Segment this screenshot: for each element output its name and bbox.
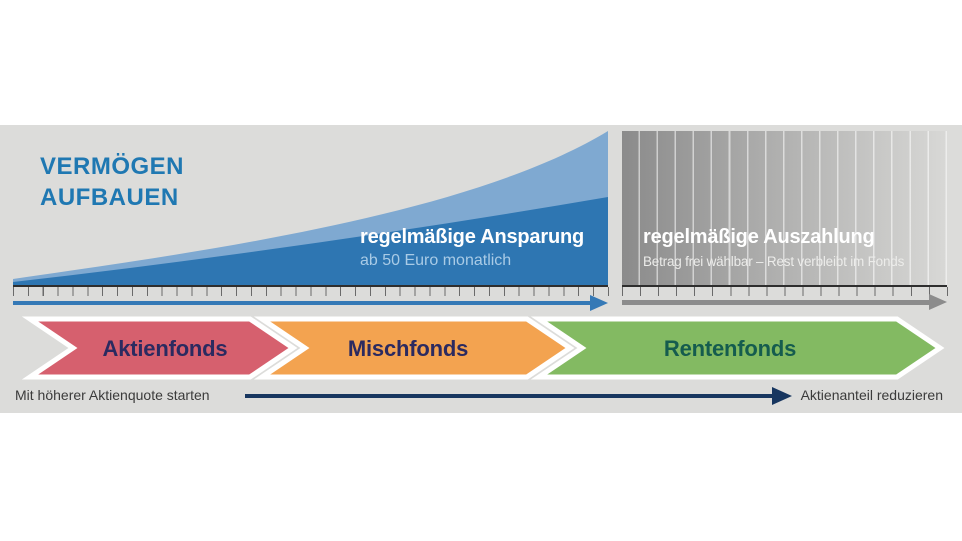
aktienfonds-chevron xyxy=(21,316,298,380)
growth-area-dark xyxy=(13,197,608,285)
mischfonds-chevron xyxy=(253,316,575,380)
savings-timeline-axis xyxy=(13,285,608,287)
savings-arrow xyxy=(13,301,590,305)
payout-arrow xyxy=(622,300,929,305)
allocation-arrowhead-icon xyxy=(772,387,792,405)
savings-growth-curve xyxy=(13,131,608,285)
rentenfonds-chevron xyxy=(530,316,945,380)
footer-reduce-label: Aktienanteil reduzieren xyxy=(800,387,943,403)
savings-phase-labels: regelmäßige Ansparung ab 50 Euro monatli… xyxy=(360,225,610,270)
savings-timeline-ticks xyxy=(13,287,609,296)
diagram-panel: VERMÖGEN AUFBAUEN regelmäßige Ansparung … xyxy=(0,125,962,413)
fund-label-mischfonds: Mischfonds xyxy=(347,336,469,361)
savings-phase-sublabel: ab 50 Euro monatlich xyxy=(360,252,512,269)
allocation-arrow xyxy=(245,394,772,398)
title-line-2: AUFBAUEN xyxy=(40,184,179,211)
page-title: VERMÖGEN AUFBAUEN xyxy=(40,151,184,213)
payout-timeline-axis xyxy=(622,285,947,287)
footer-start-label: Mit höherer Aktienquote starten xyxy=(15,387,210,403)
payout-phase-labels: regelmäßige Auszahlung Betrag frei wählb… xyxy=(643,225,953,269)
payout-timeline-ticks xyxy=(622,287,948,296)
savings-phase-label: regelmäßige Ansparung xyxy=(360,226,584,248)
fund-chevron-band xyxy=(21,316,945,380)
title-line-1: VERMÖGEN xyxy=(40,153,185,180)
fund-label-rentenfonds: Rentenfonds xyxy=(663,336,797,361)
fund-label-aktienfonds: Aktienfonds xyxy=(102,336,228,361)
payout-bars-block xyxy=(622,131,947,285)
savings-arrowhead-icon xyxy=(590,295,608,311)
payout-arrowhead-icon xyxy=(929,294,947,310)
payout-phase-label: regelmäßige Auszahlung xyxy=(643,226,875,248)
payout-phase-sublabel: Betrag frei wählbar – Rest verbleibt im … xyxy=(643,254,905,269)
